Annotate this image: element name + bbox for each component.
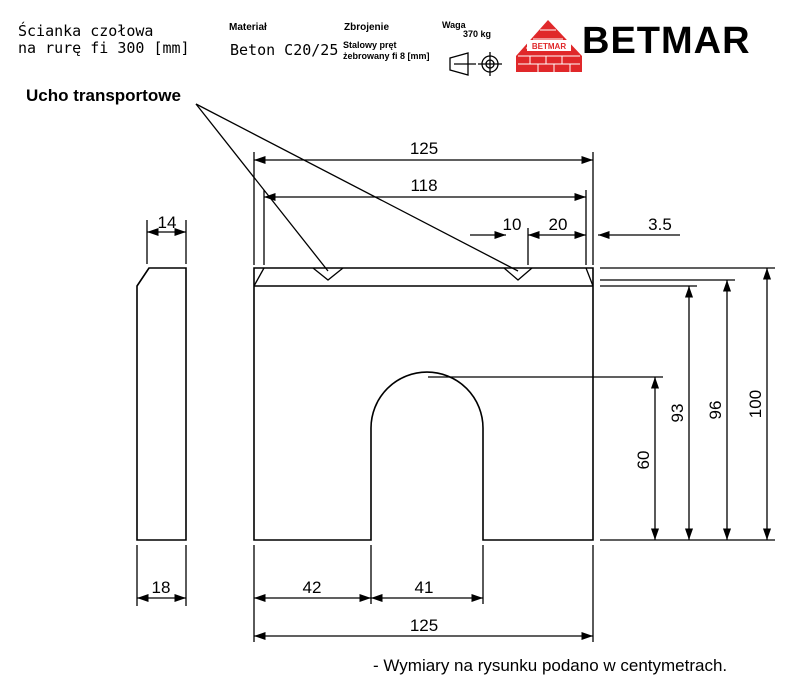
dim-side-bottom: 18 [152,578,171,597]
pipe-profile-icon [449,52,502,76]
dim-ear-width: 10 [503,215,522,234]
side-view [136,267,187,541]
dim-opening-height: 60 [634,451,653,470]
material-value: Beton C20/25 [230,41,339,59]
dim-bottom-opening: 41 [415,578,434,597]
logo-house-icon: BETMAR [516,20,582,72]
dim-chamfer: 3.5 [648,215,672,234]
dim-height-inner: 93 [668,404,687,423]
material-label: Materiał [229,22,267,33]
extension-lines [136,152,775,642]
footnote: - Wymiary na rysunku podano w centymetra… [373,656,728,675]
product-title-line1: Ścianka czołowa [18,22,154,40]
reinforcement-line1: Stalowy pręt [343,40,397,50]
product-title-line2: na rurę fi 300 [mm] [18,39,190,57]
front-view [253,267,594,541]
dim-bottom-overall: 125 [410,616,438,635]
logo-wordmark: BETMAR [582,20,751,62]
dim-height-mid: 96 [706,401,725,420]
dim-top-inner: 118 [410,176,437,195]
weight-value: 370 kg [463,29,492,39]
dimension-lines [137,155,772,641]
dim-side-top: 14 [158,213,177,232]
dim-ear-offset: 20 [549,215,568,234]
dim-bottom-left: 42 [303,578,322,597]
weight-label: Waga [442,20,466,30]
logo-badge-text: BETMAR [532,42,566,51]
reinforcement-label: Zbrojenie [344,22,390,33]
dimension-labels: 125 118 10 20 3.5 14 18 42 41 125 100 96… [152,139,765,635]
dim-height-outer: 100 [746,390,765,418]
reinforcement-line2: żebrowany fi 8 [mm] [343,51,430,61]
callout-label: Ucho transportowe [26,86,181,105]
callout-leaders [195,103,519,272]
dim-top-overall: 125 [410,139,438,158]
